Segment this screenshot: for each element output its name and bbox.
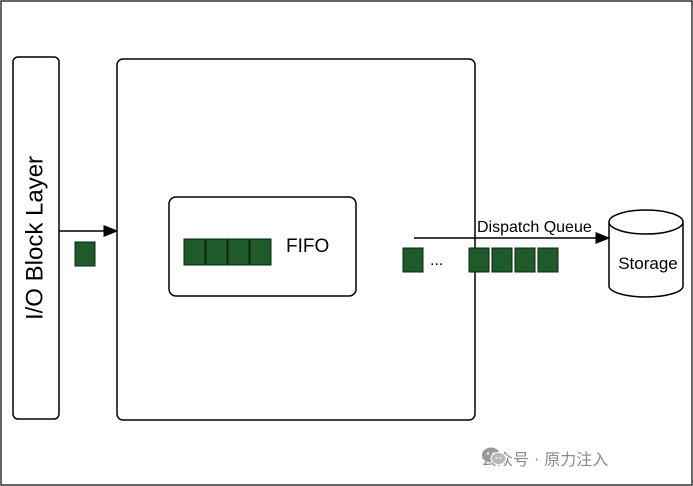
dispatch-request-block xyxy=(537,247,559,273)
dispatch-request-block xyxy=(468,247,490,273)
wechat-icon xyxy=(482,447,507,465)
dispatch-request-block xyxy=(514,247,536,273)
dispatch-leading-blocks xyxy=(402,247,424,273)
incoming-request-blocks xyxy=(74,241,96,267)
storage-label: Storage xyxy=(618,254,678,273)
io-block-layer-label: I/O Block Layer xyxy=(21,156,48,320)
dispatch-request-block xyxy=(402,247,424,273)
io-block-layer-box xyxy=(12,56,60,420)
fifo-request-block xyxy=(205,238,228,266)
dispatch-ellipsis: ... xyxy=(430,252,443,269)
fifo-label: FIFO xyxy=(286,236,329,257)
dispatch-trailing-blocks xyxy=(468,247,559,273)
storage-cylinder xyxy=(608,209,684,298)
dispatch-request-block xyxy=(491,247,513,273)
request-block xyxy=(74,241,96,267)
dispatch-queue-label: Dispatch Queue xyxy=(477,219,592,236)
fifo-queue-blocks xyxy=(183,238,272,266)
fifo-request-block xyxy=(249,238,272,266)
watermark-text: 公众号 · 原力注入 xyxy=(481,450,609,469)
fifo-request-block xyxy=(183,238,206,266)
watermark: 公众号 · 原力注入 xyxy=(481,446,608,470)
fifo-request-block xyxy=(227,238,250,266)
